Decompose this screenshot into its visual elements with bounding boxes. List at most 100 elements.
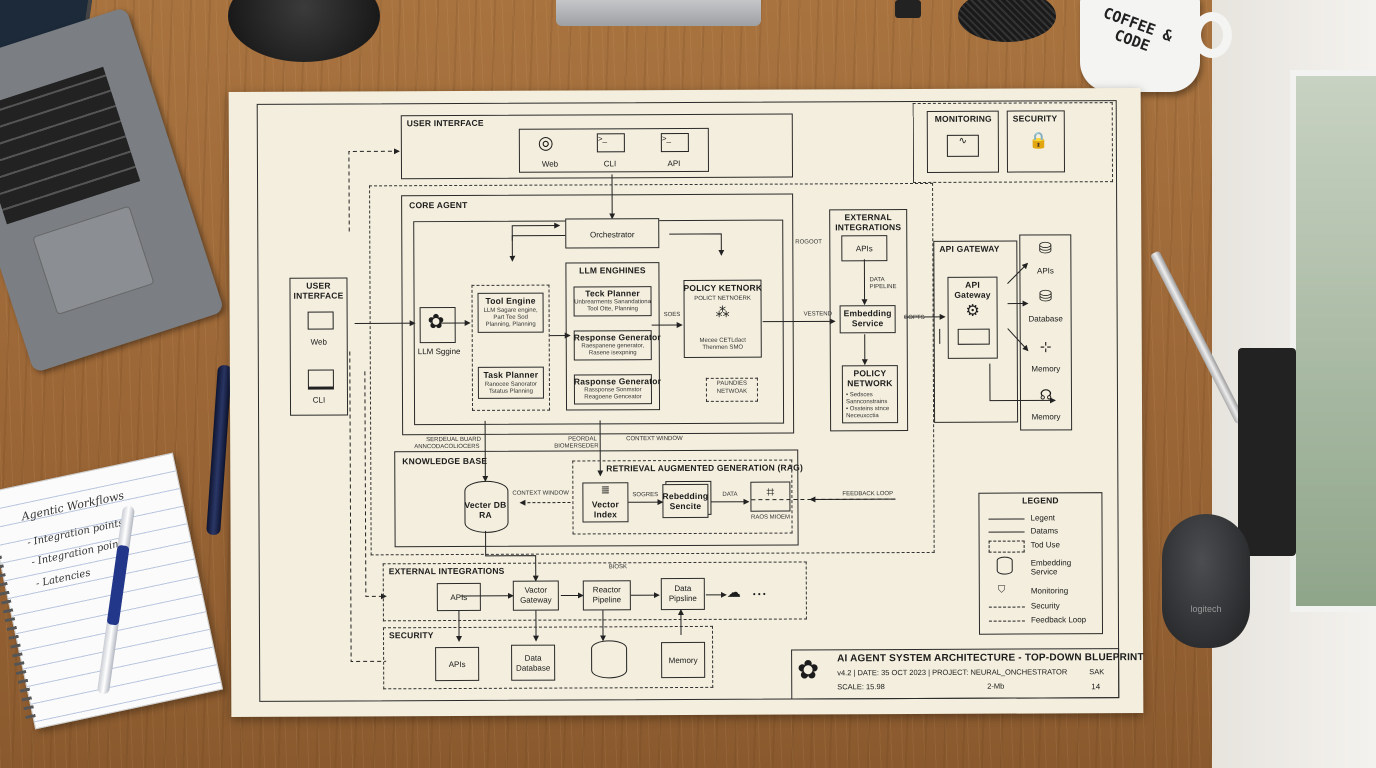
- policy-network-title: POLICY KETNORK: [683, 282, 763, 294]
- resources-memory-label-1: Memory: [1031, 364, 1061, 374]
- data-database-label-1: Data: [524, 653, 542, 663]
- task-planner-left-title: Task Planner: [483, 369, 539, 380]
- rag-model-label: RAOS MIOEM: [750, 514, 791, 521]
- title-block-sak: SAK: [1089, 667, 1105, 677]
- monitor-stand: [556, 0, 761, 26]
- ui-left-cli-label: CLI: [312, 395, 326, 405]
- vector-db-label-2: RA: [479, 509, 492, 520]
- title-block-scale: SCALE: 15.98: [837, 682, 885, 692]
- title-block-title: AI AGENT SYSTEM ARCHITECTURE - TOP-DOWN …: [837, 652, 1144, 665]
- data-pipeline-label-2: PIPELINE: [869, 284, 897, 291]
- title-block-version: v4.2 | DATE: 35 OCT 2023 | PROJECT: NEUR…: [837, 667, 1068, 678]
- reactor-pipeline-label-2: Pipeline: [592, 595, 622, 605]
- web-window-icon: [307, 311, 334, 330]
- rag-title: RETRIEVAL AUGMENTED GENERATION (RAG): [606, 462, 804, 474]
- llm-engine-label: LLM Sgginе: [417, 346, 461, 357]
- web-label: Web: [541, 159, 559, 169]
- reactor-pipeline-label-1: Reactor: [592, 585, 621, 595]
- resources-memory-label-2: Memory: [1031, 412, 1061, 422]
- data-pipeline-label-1: Data: [674, 583, 692, 594]
- mug-handle: [1192, 12, 1232, 58]
- data-pipeline-label-2: Pipsline: [668, 593, 697, 604]
- openai-logo-icon: ✿: [797, 654, 820, 685]
- vactor-gateway-label-1: Vactor: [524, 585, 548, 595]
- llm-engine-icon: ✿: [427, 311, 445, 334]
- ext-right-apis-label: APIs: [855, 244, 873, 254]
- database-icon: ⛁: [1038, 288, 1053, 306]
- rag-data-label: DATA: [722, 491, 738, 498]
- brain-icon: ☊: [1039, 386, 1053, 403]
- vactor-gateway-label-2: Gateway: [520, 595, 552, 605]
- security-apis-label: APIs: [448, 659, 466, 670]
- laptop-icon: [307, 369, 334, 390]
- policy-network-dashed-1: PAUNDIES: [716, 380, 748, 387]
- connector-lines: [348, 148, 1056, 662]
- sogres-label: SOGRES: [632, 492, 659, 499]
- legend-line-dashed: [988, 606, 1025, 608]
- resources-database-label: Database: [1028, 314, 1063, 324]
- knowledge-base-title: KNOWLEDGE BASE: [402, 455, 488, 467]
- policy-desc-1: • Sedsces: [845, 392, 873, 399]
- legend-item-4: Embedding Service: [1030, 558, 1072, 577]
- keyboard-keys: [0, 66, 141, 225]
- response-generator-2-desc-2: Reagoene Genceator: [584, 394, 642, 401]
- trackpad: [32, 205, 155, 316]
- policy-desc-4: Neceuxcctia: [846, 413, 879, 420]
- globe-icon: ◎: [537, 132, 554, 153]
- r6007-label: ROGOOT: [795, 239, 822, 246]
- task-planner-left-desc-2: Tstatus Planning: [488, 388, 533, 395]
- security-bottom-title: SECURITY: [388, 630, 434, 641]
- core-agent-title: CORE AGENT: [409, 199, 468, 211]
- legend-item-7: Feedback Loop: [1030, 615, 1087, 625]
- database-stack-icon: [591, 640, 628, 679]
- biosk-label: BIOSK: [608, 564, 628, 571]
- mug-text: COFFEE & CODE: [1100, 3, 1175, 55]
- context-window-kb: CONTEXT WINDOW: [512, 490, 569, 497]
- policy-network-dashed-2: NETWOAK: [716, 388, 748, 395]
- policy-desc-3: • Ossteins stnce: [846, 406, 890, 413]
- legend-cylinder-icon: [996, 556, 1013, 575]
- tool-engine-desc-3: Planning, Planning: [485, 321, 536, 328]
- vector-index-icon: ≣: [600, 484, 611, 497]
- legend-line-arrow: [988, 531, 1025, 533]
- rag-embedding-label-2: Sencite: [669, 500, 702, 512]
- label-peordal-1: PEORDAL: [568, 436, 597, 443]
- policy-network-right-2: NETWORK: [847, 378, 893, 389]
- context-window-top: CONTEXT WINDOW: [626, 436, 683, 443]
- label-peordal-2: BIOMERSEDER: [554, 443, 599, 450]
- legend-line-dashed-2: [988, 620, 1025, 622]
- mesh-pen-cup: [958, 0, 1056, 42]
- vestend-label: VESTEND: [803, 311, 832, 318]
- window-glass: [1290, 70, 1376, 612]
- ui-top-title: USER INTERFACE: [406, 117, 484, 129]
- data-database-label-2: Database: [516, 663, 551, 673]
- orchestrator-label: Orchestrator: [590, 230, 635, 240]
- server-icon: [957, 328, 990, 345]
- feedback-loop-label: FEEDBACK LOOP: [842, 491, 894, 498]
- ext-right-title-2: INTEGRATIONS: [835, 222, 902, 233]
- data-pipeline-label-1: DATA: [869, 277, 885, 284]
- top-right-region: [912, 102, 1114, 184]
- rag-model-icon: ⌗: [766, 483, 775, 500]
- teck-planner-desc-2: Tool Otte, Planning: [587, 306, 638, 313]
- laptop-keyboard: [0, 6, 225, 374]
- coffee-mug: COFFEE & CODE: [1080, 0, 1232, 92]
- legend-item-2: Datams: [1030, 526, 1059, 536]
- neural-net-icon: ⁂: [715, 303, 730, 320]
- mouse-brand: logitech: [1190, 604, 1222, 614]
- sodes-label: SOES: [663, 312, 681, 319]
- ext-bottom-apis-label: APIs: [450, 592, 468, 603]
- tablet-edge: [1238, 348, 1296, 556]
- ui-left-title-2: INTERFACE: [293, 290, 344, 301]
- embedding-service-label-2: Service: [851, 318, 884, 329]
- notebook-line-3: - Latencies: [35, 567, 92, 590]
- policy-desc-2: Sannconstrains: [845, 399, 888, 406]
- response-generator-1-title: Response Generator: [573, 332, 661, 343]
- ext-bottom-title: EXTERNAL INTEGRATIONS: [388, 565, 505, 577]
- legend-dashed-box: [988, 540, 1025, 553]
- legend-line-solid: [988, 518, 1025, 520]
- legend-shield-icon: ⛉: [997, 584, 1006, 596]
- ui-left-web-label: Web: [310, 337, 327, 347]
- api-window-icon: >_: [660, 132, 689, 153]
- legend-item-3: Tod Use: [1030, 540, 1061, 550]
